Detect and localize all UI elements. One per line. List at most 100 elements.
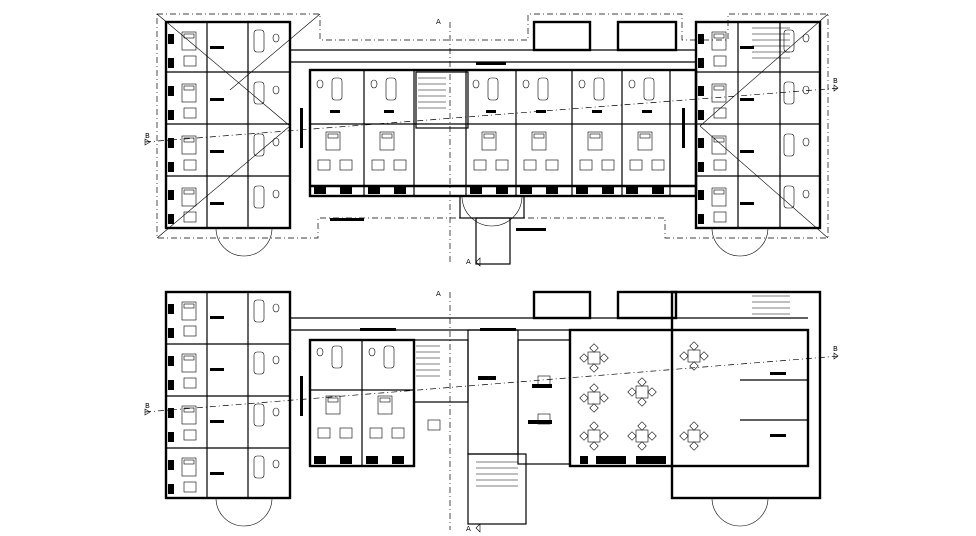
chair-icon [637, 421, 647, 431]
left-wing-walls [164, 290, 292, 500]
toilet-icon [272, 85, 280, 95]
wall-column [340, 456, 352, 464]
toilet-icon [272, 355, 280, 365]
chair-icon [637, 397, 647, 407]
right-block-walls [670, 290, 822, 500]
chair-icon [689, 421, 699, 431]
pillow-icon [639, 133, 651, 139]
chair-icon [599, 431, 609, 441]
toilet-icon [370, 79, 378, 89]
top-projection [532, 290, 592, 320]
wall-column [626, 186, 638, 194]
wall-column [168, 484, 174, 494]
bathtub-icon [253, 455, 265, 479]
top-projection [616, 290, 678, 320]
pillow-icon [533, 133, 545, 139]
toilet-icon [802, 189, 810, 199]
wall-column [168, 110, 174, 120]
pillow-icon [183, 355, 195, 361]
chair-icon [589, 363, 599, 373]
section-label-a: A [466, 258, 471, 266]
reception-area [517, 339, 571, 465]
upper-floor-plan [156, 13, 829, 265]
wall-column [642, 110, 652, 113]
toilet-icon [272, 459, 280, 469]
armchair-icon [339, 427, 353, 439]
bathtub-icon [643, 77, 655, 101]
bathtub-icon [783, 185, 795, 209]
wall-column [360, 328, 396, 331]
bathtub-icon [593, 77, 605, 101]
section-label-a: A [466, 525, 471, 533]
stair-treads [476, 461, 518, 487]
wall-column [486, 110, 496, 113]
pillow-icon [183, 459, 195, 465]
bathtub-icon [383, 345, 395, 369]
door-swing-arc [711, 497, 769, 527]
wall-column [368, 186, 380, 194]
armchair-icon [473, 159, 487, 171]
dining-table-icon [687, 349, 701, 363]
armchair-icon [183, 107, 197, 119]
bathtub-icon [783, 81, 795, 105]
wall-column [168, 356, 174, 366]
wall-column [384, 110, 394, 113]
armchair-icon [713, 159, 727, 171]
wall-column [698, 190, 704, 200]
wall-column [546, 186, 558, 194]
bathtub-icon [385, 77, 397, 101]
armchair-icon [713, 211, 727, 223]
stair-treads [752, 295, 790, 315]
pillow-icon [713, 189, 725, 195]
section-label-a: A [436, 290, 441, 298]
toilet-icon [472, 79, 480, 89]
armchair-icon [579, 159, 593, 171]
wall-column [740, 202, 754, 205]
bathtub-icon [253, 133, 265, 157]
bathtub-icon [331, 77, 343, 101]
chair-icon [627, 387, 637, 397]
toilet-icon [316, 347, 324, 357]
wall-column [682, 108, 685, 148]
dining-table-icon [587, 351, 601, 365]
restaurant-hall-walls [568, 328, 810, 468]
bed-icon [587, 131, 603, 151]
main-entrance-stairs [467, 453, 527, 525]
bed-icon [181, 83, 197, 103]
right-wing-walls [694, 20, 822, 230]
toilet-icon [316, 79, 324, 89]
wall-column [168, 58, 174, 68]
wall-column [520, 186, 532, 194]
toilet-icon [272, 189, 280, 199]
wall-column [314, 186, 326, 194]
wall-column [476, 62, 506, 65]
pillow-icon [327, 133, 339, 139]
wall-column [210, 98, 224, 101]
roof-hip-line [229, 13, 321, 91]
pillow-icon [183, 189, 195, 195]
pillow-icon [183, 85, 195, 91]
toilet-icon [578, 79, 586, 89]
dining-table-icon [635, 429, 649, 443]
chair-icon [689, 341, 699, 351]
bed-icon [181, 301, 197, 321]
pillow-icon [183, 137, 195, 143]
entrance-steps [475, 217, 511, 265]
wall-column [652, 186, 664, 194]
chair-icon [589, 421, 599, 431]
armchair-icon [713, 107, 727, 119]
wall-column [698, 138, 704, 148]
wall-column [168, 86, 174, 96]
roof-outline-upper [156, 13, 829, 239]
wall-column [366, 456, 378, 464]
toilet-icon [802, 137, 810, 147]
bathtub-icon [253, 29, 265, 53]
chair-icon [689, 361, 699, 371]
wall-column [168, 328, 174, 338]
armchair-icon [317, 159, 331, 171]
wall-column [740, 46, 754, 49]
left-wing-walls [164, 20, 292, 230]
wall-column [210, 46, 224, 49]
